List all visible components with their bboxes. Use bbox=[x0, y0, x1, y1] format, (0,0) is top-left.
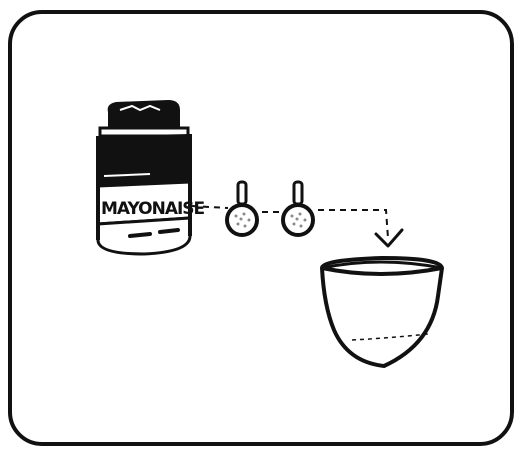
mayonnaise-jar-icon: MAYONAISE bbox=[98, 100, 205, 254]
measuring-spoon-icon bbox=[283, 182, 313, 235]
bowl-icon bbox=[322, 258, 442, 366]
arrow-down-icon bbox=[376, 230, 402, 246]
measuring-spoon-icon bbox=[227, 182, 257, 235]
